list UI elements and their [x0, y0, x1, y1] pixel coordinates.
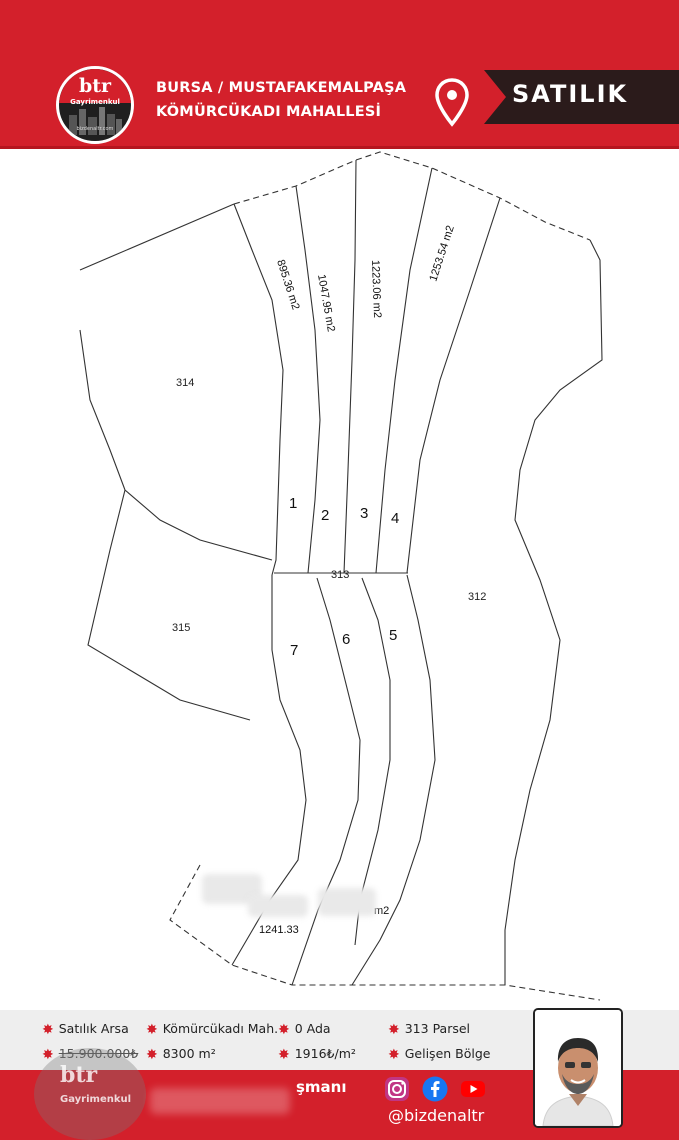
lot-4-area: 1253.54 m2: [427, 224, 456, 283]
lot-1-area: 895.36 m2: [274, 258, 301, 311]
lot-1-label: 1: [289, 495, 297, 512]
star-icon: ✸: [388, 1047, 400, 1063]
star-icon: ✸: [278, 1022, 290, 1038]
agent-photo: [533, 1008, 623, 1128]
info-block: ✸0 Ada: [278, 1021, 331, 1038]
sale-banner: [484, 70, 679, 124]
youtube-icon[interactable]: [460, 1076, 486, 1102]
lot-2-area: 1047.95 m2: [315, 273, 337, 332]
lot-3-area: 1223.06 m2: [369, 260, 383, 318]
redacted-area-3: [318, 888, 376, 916]
lot-4-label: 4: [391, 510, 399, 527]
star-icon: ✸: [42, 1022, 54, 1038]
parcel-312-label: 312: [468, 591, 486, 603]
city-skyline-icon: [69, 107, 122, 135]
lot-area-bottom: 1241.33: [259, 924, 299, 936]
lot-5-label: 5: [389, 627, 397, 644]
star-icon: ✸: [42, 1047, 54, 1063]
social-handle[interactable]: @bizdenaltr: [388, 1106, 485, 1125]
instagram-icon[interactable]: [384, 1076, 410, 1102]
footer-logo-brand: btr: [60, 1062, 98, 1088]
lot-2-label: 2: [321, 507, 329, 524]
info-region: ✸Gelişen Bölge: [388, 1046, 491, 1063]
agent-portrait-image: [535, 1010, 621, 1126]
star-icon: ✸: [146, 1047, 158, 1063]
redacted-agent-name: [150, 1088, 290, 1114]
footer-logo-sub: Gayrimenkul: [60, 1094, 132, 1105]
lot-6-label: 6: [342, 631, 350, 648]
parcel-map: 314 315 312 313 1 2 3 4 5 6 7 895.36 m2 …: [79, 151, 603, 1001]
logo-sub-text: Gayrimenkul: [70, 98, 120, 106]
lot-area-bottom-unit: m2: [374, 905, 389, 917]
location-pin-icon: [435, 78, 469, 127]
footer-logo-watermark: [34, 1048, 146, 1140]
lot-3-label: 3: [360, 505, 368, 522]
redacted-area-2: [248, 895, 308, 917]
brand-logo[interactable]: btr Gayrimenkul bizdenaltr.com: [56, 66, 134, 144]
star-icon: ✸: [388, 1022, 400, 1038]
info-neighborhood: ✸Kömürcükadı Mah.: [146, 1021, 279, 1038]
logo-brand-text: btr: [78, 75, 112, 97]
info-unit-price: ✸1916₺/m²: [278, 1046, 356, 1063]
star-icon: ✸: [278, 1047, 290, 1063]
star-icon: ✸: [146, 1022, 158, 1038]
sale-label: SATILIK: [512, 80, 629, 108]
facebook-icon[interactable]: [422, 1076, 448, 1102]
agent-title: şmanı: [296, 1078, 347, 1096]
info-parcel: ✸313 Parsel: [388, 1021, 471, 1038]
location-neighborhood: KÖMÜRCÜKADI MAHALLESİ: [156, 104, 382, 120]
logo-url-text: bizdenaltr.com: [76, 126, 114, 132]
parcel-314-label: 314: [176, 377, 194, 389]
location-city: BURSA / MUSTAFAKEMALPAŞA: [156, 80, 407, 96]
info-area: ✸8300 m²: [146, 1046, 216, 1063]
info-type: ✸Satılık Arsa: [42, 1021, 129, 1038]
parcel-313-label: 313: [331, 569, 349, 581]
location-title: BURSA / MUSTAFAKEMALPAŞA KÖMÜRCÜKADI MAH…: [156, 76, 406, 124]
parcel-315-label: 315: [172, 622, 190, 634]
info-price: ✸15.900.000₺: [42, 1046, 139, 1063]
lot-7-label: 7: [290, 642, 298, 659]
header-divider: [0, 146, 679, 149]
